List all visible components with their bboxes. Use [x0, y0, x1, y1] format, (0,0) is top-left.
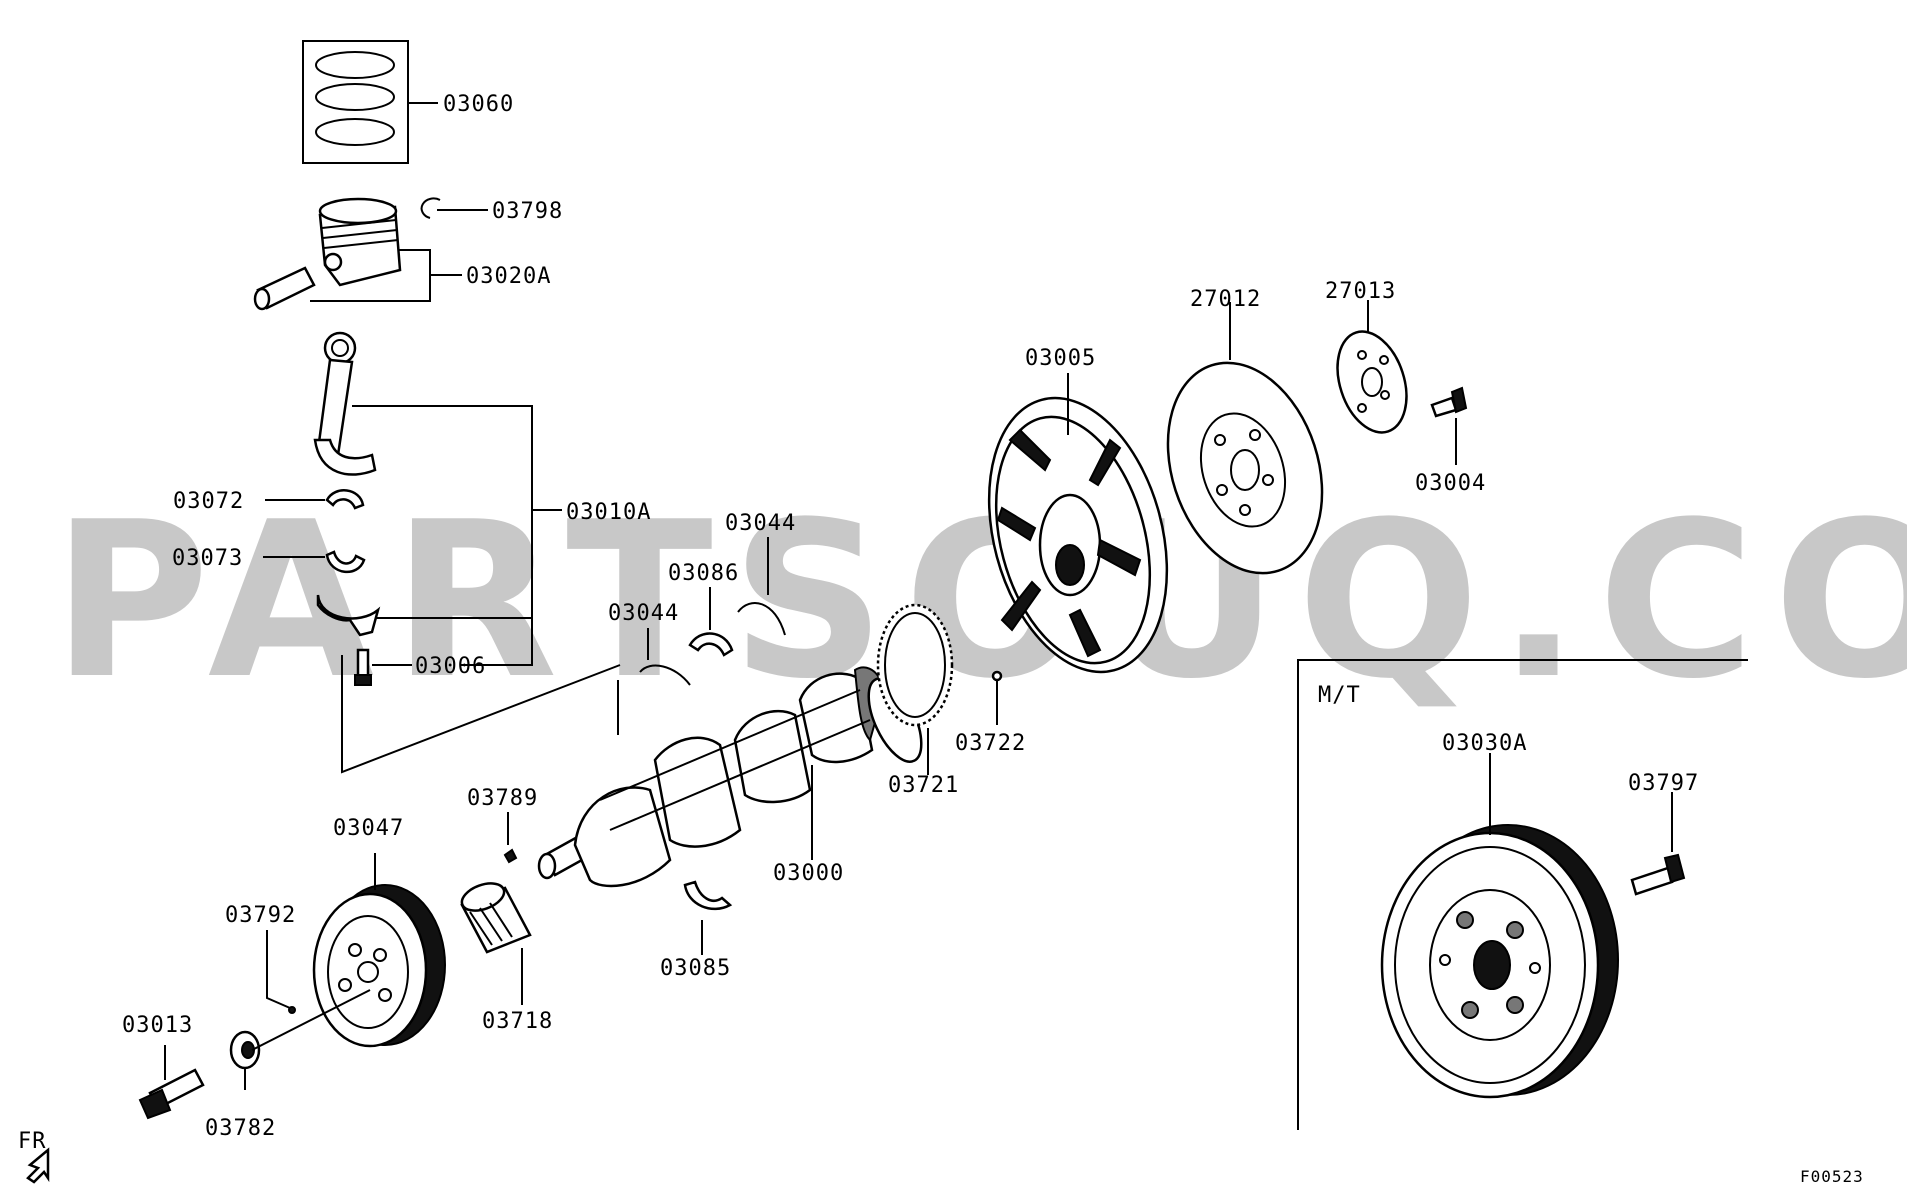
spacer-plate-part[interactable]	[1325, 323, 1418, 442]
watermark-text: PARTSOUQ.COM	[52, 475, 1907, 726]
label-03797[interactable]: 03797	[1628, 771, 1699, 796]
pulley-bolt-part[interactable]	[138, 1068, 205, 1120]
label-03060[interactable]: 03060	[443, 92, 514, 117]
leader-03792	[266, 930, 291, 1009]
drive-plate-part[interactable]	[961, 378, 1196, 692]
label-03044-left[interactable]: 03044	[608, 601, 679, 626]
front-direction-arrow-icon	[26, 1147, 50, 1184]
label-03020A[interactable]: 03020A	[466, 264, 551, 289]
main-bearing-lower-part[interactable]	[683, 880, 733, 911]
mt-section-label: M/T	[1318, 683, 1361, 708]
main-bearing-upper-part[interactable]	[688, 632, 734, 657]
ring-gear-part[interactable]	[876, 603, 954, 727]
rod-bearing-upper-part[interactable]	[325, 489, 365, 510]
label-03010A[interactable]: 03010A	[566, 500, 651, 525]
label-27013[interactable]: 27013	[1325, 279, 1396, 304]
rod-bolt-part[interactable]	[354, 648, 372, 686]
label-03000[interactable]: 03000	[773, 861, 844, 886]
pulley-washer-part[interactable]	[229, 1030, 261, 1070]
label-03792[interactable]: 03792	[225, 903, 296, 928]
label-03030A[interactable]: 03030A	[1442, 731, 1527, 756]
crank-pulley-part[interactable]	[312, 884, 446, 1048]
piston-rings-part[interactable]	[302, 40, 409, 164]
label-03798[interactable]: 03798	[492, 199, 563, 224]
crankshaft-part[interactable]	[537, 666, 932, 888]
label-03004[interactable]: 03004	[1415, 471, 1486, 496]
direction-label: FR	[18, 1129, 47, 1154]
locating-pin-part[interactable]	[991, 670, 1003, 682]
label-03086[interactable]: 03086	[668, 561, 739, 586]
label-03047[interactable]: 03047	[333, 816, 404, 841]
thrust-washer-right-part[interactable]	[737, 602, 786, 636]
piston-part[interactable]	[318, 197, 402, 287]
label-03073[interactable]: 03073	[172, 546, 243, 571]
rod-cap-part[interactable]	[316, 594, 381, 637]
figure-code: F00523	[1800, 1167, 1864, 1186]
rod-bearing-lower-part[interactable]	[325, 550, 366, 574]
leader-03010A	[352, 405, 533, 666]
label-03005[interactable]: 03005	[1025, 346, 1096, 371]
thrust-washer-left-part[interactable]	[639, 664, 691, 686]
label-03721[interactable]: 03721	[888, 773, 959, 798]
flywheel-mt-bolt-part[interactable]	[1630, 853, 1686, 896]
label-03782[interactable]: 03782	[205, 1116, 276, 1141]
snap-ring-part[interactable]	[420, 197, 441, 219]
label-03789[interactable]: 03789	[467, 786, 538, 811]
label-03085[interactable]: 03085	[660, 956, 731, 981]
piston-pin-part[interactable]	[253, 266, 316, 311]
label-03718[interactable]: 03718	[482, 1009, 553, 1034]
flywheel-bolt-part[interactable]	[1430, 386, 1468, 418]
pilot-bushing-part[interactable]	[458, 878, 532, 954]
mt-section-border	[1297, 659, 1748, 1130]
connecting-rod-part[interactable]	[313, 331, 377, 476]
label-03722[interactable]: 03722	[955, 731, 1026, 756]
woodruff-key-part[interactable]	[503, 848, 518, 864]
label-03072[interactable]: 03072	[173, 489, 244, 514]
dowel-pin-part[interactable]	[288, 1006, 296, 1014]
label-03013[interactable]: 03013	[122, 1013, 193, 1038]
label-27012[interactable]: 27012	[1190, 287, 1261, 312]
flywheel-part[interactable]	[1380, 824, 1619, 1099]
adapter-plate-part[interactable]	[1142, 343, 1348, 594]
label-03044-right[interactable]: 03044	[725, 511, 796, 536]
label-03006[interactable]: 03006	[415, 654, 486, 679]
